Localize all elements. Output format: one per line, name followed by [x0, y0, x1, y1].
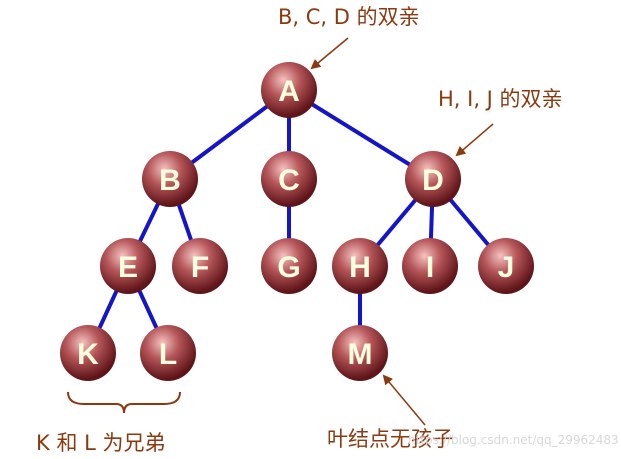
node-label-C: C	[278, 164, 300, 197]
tree-node-C: C	[261, 151, 317, 207]
annotation-arrow-leaf	[382, 374, 426, 426]
node-circle-K	[60, 325, 116, 381]
node-label-L: L	[159, 338, 177, 371]
tree-edges	[86, 88, 508, 354]
tree-node-E: E	[100, 238, 156, 294]
node-circle-E	[100, 238, 156, 294]
sibling-brace	[67, 391, 181, 414]
node-circle-J	[478, 238, 534, 294]
annotation-parent-of-bcd: B, C, D 的双亲	[278, 5, 420, 29]
node-label-D: D	[422, 164, 444, 197]
tree-node-G: G	[261, 238, 317, 294]
tree-node-M: M	[332, 325, 388, 381]
node-label-B: B	[159, 164, 181, 197]
node-circle-H	[332, 238, 388, 294]
node-label-I: I	[426, 251, 434, 284]
annotation-arrow-bcd	[310, 37, 349, 70]
node-label-M: M	[348, 338, 373, 371]
tree-node-J: J	[478, 238, 534, 294]
annotation-parent-of-hij: H, I, J 的双亲	[438, 87, 563, 111]
node-label-A: A	[278, 75, 300, 108]
annotation-leaf-node: 叶结点无孩子	[327, 427, 453, 451]
node-circle-C	[261, 151, 317, 207]
tree-node-K: K	[60, 325, 116, 381]
node-circle-M	[332, 325, 388, 381]
tree-node-F: F	[172, 238, 228, 294]
tree-node-A: A	[261, 62, 317, 118]
node-label-F: F	[191, 251, 209, 284]
node-circle-F	[172, 238, 228, 294]
annotation-siblings-kl: K 和 L 为兄弟	[36, 431, 166, 455]
tree-node-L: L	[140, 325, 196, 381]
node-circle-L	[140, 325, 196, 381]
node-label-J: J	[498, 251, 515, 284]
tree-node-D: D	[405, 151, 461, 207]
edge-A-D	[287, 88, 435, 181]
node-circle-D	[405, 151, 461, 207]
tree-node-H: H	[332, 238, 388, 294]
node-label-K: K	[77, 338, 99, 371]
tree-node-B: B	[142, 151, 198, 207]
tree-nodes: A B C D E F G H I J K L M	[60, 62, 534, 381]
annotation-arrow-hij	[455, 123, 494, 157]
node-label-H: H	[349, 251, 371, 284]
node-label-E: E	[118, 251, 138, 284]
node-circle-G	[261, 238, 317, 294]
node-label-G: G	[277, 251, 300, 284]
node-circle-B	[142, 151, 198, 207]
tree-node-I: I	[402, 238, 458, 294]
node-circle-A	[261, 62, 317, 118]
watermark-text: https://blog.csdn.net/qq_29962483	[408, 433, 619, 447]
node-circle-I	[402, 238, 458, 294]
